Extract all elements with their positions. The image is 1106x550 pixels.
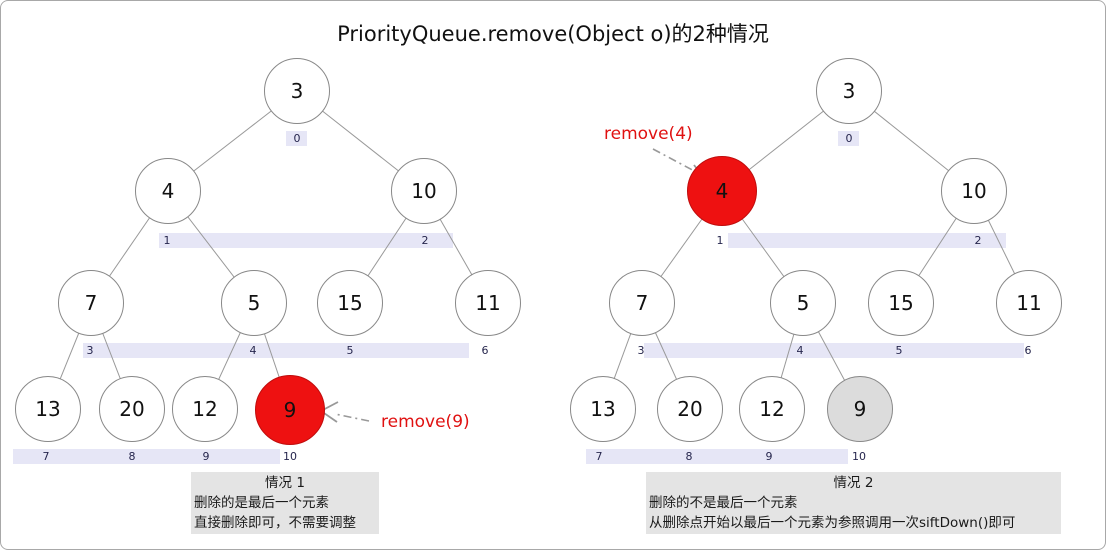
- index-band-level1-left: [159, 233, 453, 248]
- index-band-level2-left: [83, 343, 469, 358]
- index-label: 8: [685, 450, 693, 463]
- caption-line: 直接删除即可，不需要调整: [194, 515, 356, 531]
- heap-node: 12: [739, 376, 805, 442]
- left-tree-edges: [47, 90, 489, 410]
- heap-node: 11: [996, 270, 1062, 336]
- index-label: 2: [421, 234, 429, 247]
- index-label: 9: [202, 450, 210, 463]
- caption-heading: 情况 2: [833, 475, 874, 491]
- heap-node: 10: [391, 158, 457, 224]
- heap-node: 7: [58, 270, 124, 336]
- index-label: 7: [42, 450, 50, 463]
- heap-node: 5: [770, 270, 836, 336]
- index-band-level2-right: [644, 343, 1024, 358]
- caption-line: 删除的不是最后一个元素: [649, 495, 798, 511]
- heap-node: 11: [455, 270, 521, 336]
- heap-node: 13: [15, 376, 81, 442]
- index-label: 1: [163, 234, 171, 247]
- heap-node: 20: [99, 376, 165, 442]
- heap-node: 20: [657, 376, 723, 442]
- index-label: 8: [128, 450, 136, 463]
- arrow-line: [334, 413, 370, 422]
- index-label: 0: [845, 132, 853, 145]
- index-label: 10: [283, 450, 297, 463]
- index-label: 3: [637, 344, 645, 357]
- index-label: 5: [895, 344, 903, 357]
- index-label: 0: [293, 132, 301, 145]
- index-label: 4: [796, 344, 804, 357]
- index-label: 2: [974, 234, 982, 247]
- index-label: 6: [1024, 344, 1032, 357]
- heap-node-removed: 9: [255, 375, 325, 445]
- heap-node: 7: [609, 270, 675, 336]
- remove-arrow-left: [319, 401, 370, 423]
- index-label: 9: [765, 450, 773, 463]
- index-band-level3-right: [586, 449, 848, 464]
- index-label: 6: [481, 344, 489, 357]
- index-label: 10: [852, 450, 866, 463]
- index-band-level1-right: [728, 233, 1006, 248]
- heap-node: 3: [264, 58, 330, 124]
- heap-node: 13: [570, 376, 636, 442]
- heap-node: 4: [135, 158, 201, 224]
- caption-line: 删除的是最后一个元素: [194, 495, 329, 511]
- caption-case2: 情况 2 删除的不是最后一个元素 从删除点开始以最后一个元素为参照调用一次sif…: [646, 472, 1061, 534]
- caption-case1: 情况 1 删除的是最后一个元素 直接删除即可，不需要调整: [191, 472, 379, 534]
- page-title: PriorityQueue.remove(Object o)的2种情况: [337, 22, 769, 46]
- remove-annotation-left: remove(9): [381, 412, 470, 432]
- heap-node: 3: [816, 58, 882, 124]
- heap-node-removed: 4: [687, 156, 757, 226]
- heap-node: 5: [221, 270, 287, 336]
- index-label: 5: [346, 344, 354, 357]
- index-label: 3: [86, 344, 94, 357]
- caption-line: 从删除点开始以最后一个元素为参照调用一次siftDown()即可: [649, 515, 1016, 531]
- index-label: 1: [716, 234, 724, 247]
- heap-node: 12: [172, 376, 238, 442]
- remove-annotation-right: remove(4): [604, 124, 693, 144]
- heap-node: 15: [868, 270, 934, 336]
- arrow-line: [652, 148, 699, 174]
- index-band-level3-left: [13, 449, 280, 464]
- heap-node: 10: [941, 158, 1007, 224]
- index-label: 4: [249, 344, 257, 357]
- index-label: 7: [595, 450, 603, 463]
- heap-node-last-element: 9: [827, 376, 893, 442]
- caption-heading: 情况 1: [265, 475, 305, 491]
- heap-node: 15: [317, 270, 383, 336]
